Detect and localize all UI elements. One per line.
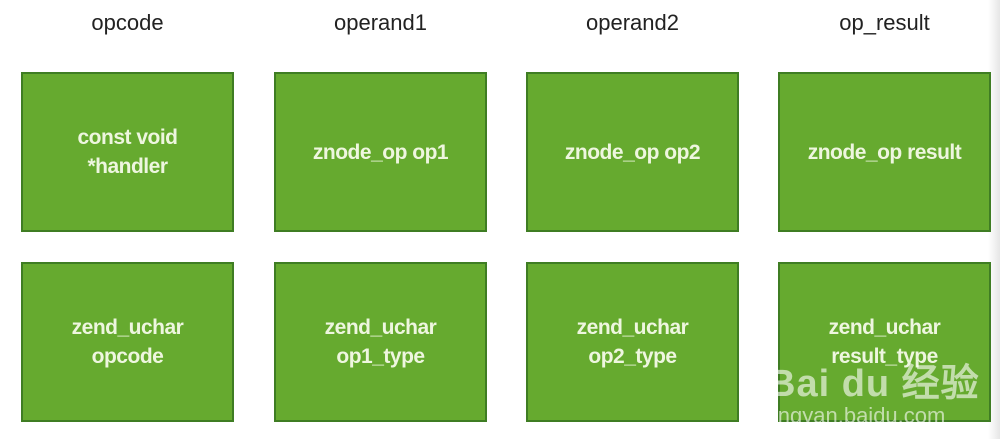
box-op1-type: zend_uchar op1_type [274, 262, 487, 422]
header-op-result: op_result [839, 10, 930, 35]
box-op2-type: zend_uchar op2_type [526, 262, 739, 422]
box-op2: znode_op op2 [526, 72, 739, 232]
box-result: znode_op result [778, 72, 991, 232]
box-handler: const void *handler [21, 72, 234, 232]
header-opcode: opcode [91, 10, 164, 35]
box-result-type: zend_uchar result_type [778, 262, 991, 422]
header-operand2: operand2 [586, 10, 679, 35]
watermark-url: jingyan.baidu.com [768, 403, 946, 428]
box-op1: znode_op op1 [274, 72, 487, 232]
header-operand1: operand1 [334, 10, 427, 35]
box-opcode: zend_uchar opcode [21, 262, 234, 422]
baidu-watermark: Bai du 经验 jingyan.baidu.com [768, 352, 980, 429]
watermark-brand: Bai du 经验 [768, 363, 980, 405]
page-edge-shadow [988, 0, 1000, 439]
